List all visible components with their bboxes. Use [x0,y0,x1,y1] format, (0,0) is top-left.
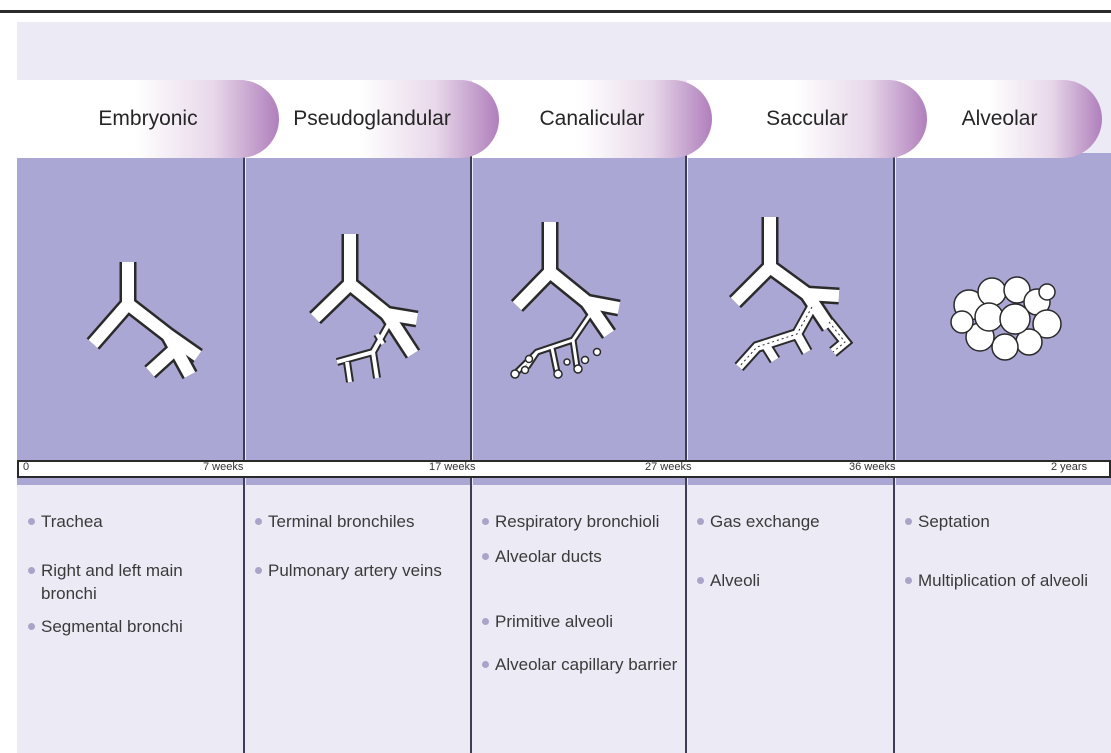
airway-canalicular-illustration [511,222,619,378]
top-rule [0,10,1111,13]
list-item: Primitive alveoli [481,610,681,633]
airway-saccular-illustration [735,217,845,367]
list-item: Right and left main bronchi [27,559,237,605]
list-item: Alveoli [696,569,886,592]
stage-tab-saccular: Saccular [687,80,927,158]
stage-tab-label: Alveolar [962,107,1038,131]
timeline-label: 7 weeks [203,461,243,473]
stage-list-canalicular: Respiratory bronchioli Alveolar ducts Pr… [481,510,681,676]
alveoli-cluster-illustration [951,277,1061,360]
stage-tab-label: Embryonic [98,107,197,131]
stage-tab-label: Canalicular [539,107,644,131]
airway-pseudoglandular-illustration [315,234,417,382]
timeline-label: 27 weeks [645,461,691,473]
stage-list-embryonic: Trachea Right and left main bronchi Segm… [27,510,237,638]
stage-tab-pseudoglandular: Pseudoglandular [245,80,499,158]
list-item: Trachea [27,510,237,533]
stage-list-pseudoglandular: Terminal bronchiles Pulmonary artery vei… [254,510,466,582]
list-item: Multiplication of alveoli [904,569,1104,592]
lung-development-figure: Embryonic Pseudoglandular Canalicular Sa… [17,22,1111,753]
stage-tab-label: Saccular [766,107,848,131]
stage-tab-label: Pseudoglandular [293,107,451,131]
timeline-label: 36 weeks [849,461,895,473]
timeline-label: 0 [23,461,29,473]
stage-list-alveolar: Septation Multiplication of alveoli [904,510,1104,592]
timeline-label: 17 weeks [429,461,475,473]
list-item: Gas exchange [696,510,886,533]
list-item: Alveolar capillary barrier [481,653,681,676]
timeline-bar [17,460,1111,478]
stage-tab-alveolar: Alveolar [897,80,1102,158]
timeline-label: 2 years [1051,461,1087,473]
list-item: Respiratory bronchioli [481,510,681,533]
stage-list-saccular: Gas exchange Alveoli [696,510,886,592]
stage-tab-embryonic: Embryonic [17,80,279,158]
airway-embryonic-illustration [93,262,198,375]
list-item: Pulmonary artery veins [254,559,466,582]
stage-tab-canalicular: Canalicular [472,80,712,158]
list-item: Segmental bronchi [27,615,237,638]
list-item: Alveolar ducts [481,545,681,568]
list-item: Terminal bronchiles [254,510,466,533]
list-item: Septation [904,510,1104,533]
